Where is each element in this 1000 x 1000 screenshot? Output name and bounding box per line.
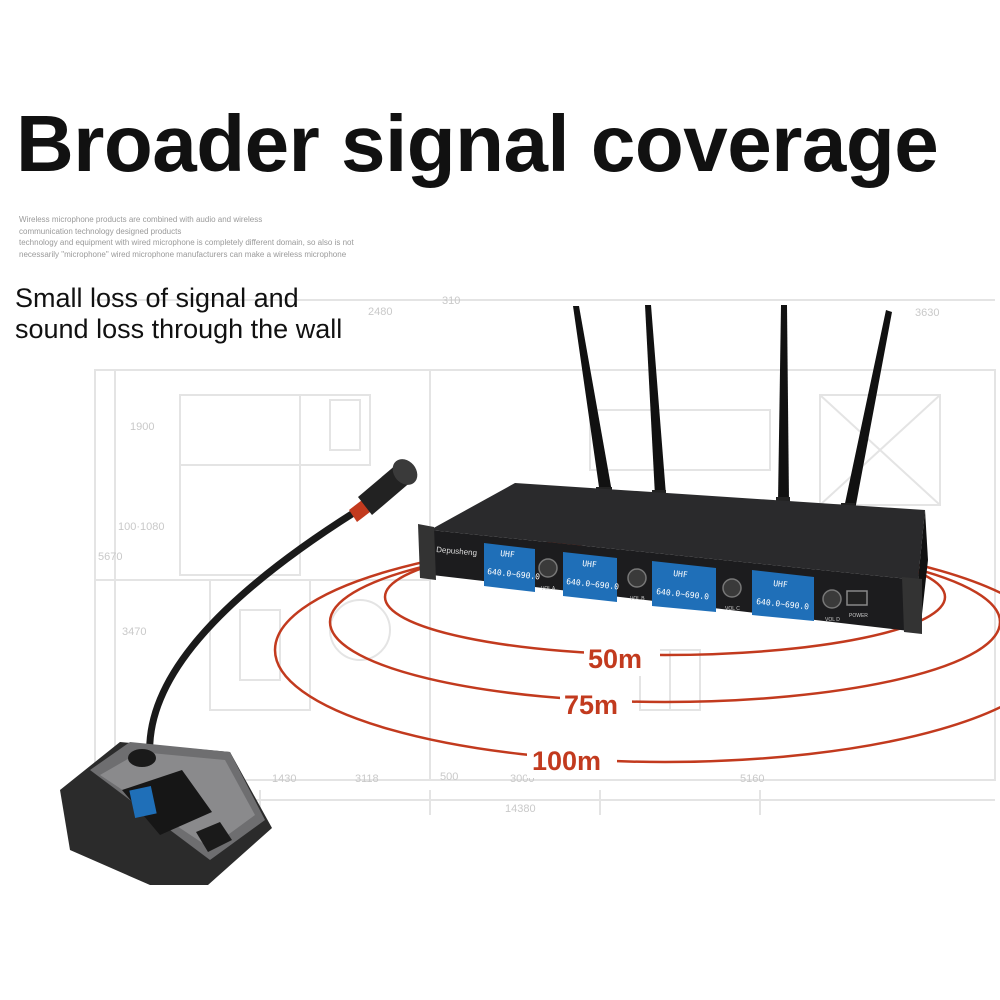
gooseneck: [146, 508, 359, 762]
power-switch: [846, 590, 868, 606]
antenna: [645, 305, 666, 496]
dimension-label: 100·1080: [118, 521, 165, 533]
dimension-label: 14380: [505, 803, 536, 815]
power-label: POWER: [849, 613, 868, 619]
volume-knob: [538, 558, 558, 578]
knob-label: VOL B: [630, 596, 645, 602]
rack-ear-left: [418, 524, 436, 580]
fine-print-line: Wireless microphone products are combine…: [19, 215, 263, 224]
knob-label: VOL A: [541, 586, 556, 592]
fine-print-line: communication technology designed produc…: [19, 226, 182, 236]
channel-screen-4: UHF 640.0~690.0: [752, 570, 814, 621]
dimension-label: 3630: [915, 307, 939, 319]
wireless-receiver: Depusheng UHF 640.0~690.0 UHF 640.0~690.…: [418, 483, 928, 634]
ring-label-100m: 100m: [532, 746, 601, 776]
volume-knobs: [538, 558, 842, 609]
channel-screen-3: UHF 640.0~690.0: [652, 561, 716, 612]
dimension-label: 310: [442, 295, 460, 307]
dimension-label: 5160: [740, 773, 764, 785]
headline: Broader signal coverage: [16, 99, 939, 188]
knob-label: VOL C: [725, 606, 740, 612]
channel-screen-2: UHF 640.0~690.0: [563, 552, 620, 602]
volume-knob: [627, 568, 647, 588]
antenna: [844, 310, 892, 510]
antenna: [573, 306, 612, 494]
ring-label-50m: 50m: [588, 644, 642, 674]
svg-text:UHF: UHF: [500, 549, 515, 559]
svg-text:UHF: UHF: [673, 569, 688, 579]
dimension-label: 500: [440, 771, 458, 783]
dimension-label: 1900: [130, 421, 154, 433]
receiver-top: [430, 483, 925, 580]
talk-button: [196, 822, 232, 852]
knob-label: VOL D: [825, 617, 840, 623]
conference-microphone: [60, 459, 418, 885]
subheading-line: sound loss through the wall: [15, 314, 343, 344]
fine-print-line: technology and equipment with wired micr…: [19, 238, 354, 247]
fine-print-line: necessarily "microphone" wired microphon…: [19, 249, 347, 259]
dimension-label: 3118: [355, 773, 379, 785]
channel-screen-1: UHF 640.0~690.0: [484, 543, 541, 592]
ring-label-75m: 75m: [564, 690, 618, 720]
dimension-label: 3470: [122, 626, 146, 638]
antenna: [778, 305, 789, 502]
subheading: Small loss of signal and sound loss thro…: [15, 283, 342, 345]
base-control-panel: [122, 770, 212, 835]
svg-text:UHF: UHF: [773, 579, 788, 589]
dimension-label: 1430: [272, 773, 296, 785]
floorplan-dimensions: 310 2480 3630 1900 100·1080 5670 3470 14…: [98, 295, 939, 815]
dimension-label: 2480: [368, 306, 392, 318]
dimension-label: 5670: [98, 551, 122, 563]
floorplan-background: [94, 299, 996, 815]
volume-knob: [722, 578, 742, 598]
volume-knob: [822, 589, 842, 609]
brand-label: Depusheng: [436, 545, 478, 558]
base-lcd: [129, 786, 157, 818]
fine-print: Wireless microphone products are combine…: [19, 214, 399, 260]
svg-text:UHF: UHF: [582, 559, 597, 569]
subheading-line: Small loss of signal and: [15, 283, 299, 313]
rack-ear-right: [902, 577, 922, 634]
